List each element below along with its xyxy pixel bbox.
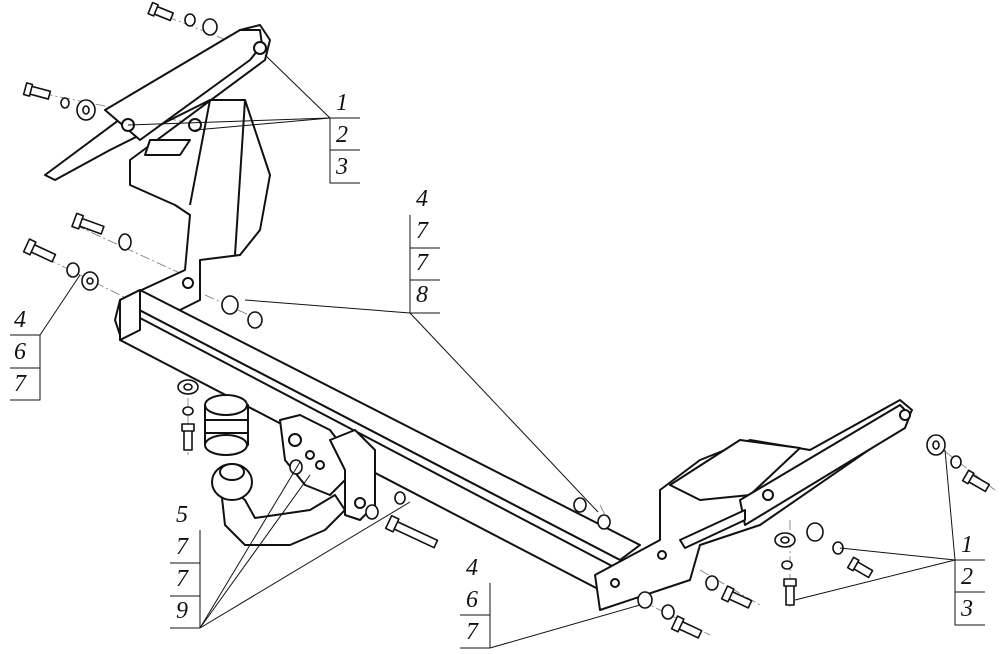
callout-item: 4 xyxy=(14,307,26,333)
callout-item: 7 xyxy=(176,534,188,560)
callout-item: 4 xyxy=(416,186,428,212)
left-mounting-bracket xyxy=(44,24,271,336)
bolt xyxy=(384,514,439,549)
bolt xyxy=(783,578,797,606)
bolt xyxy=(961,469,991,493)
bolt xyxy=(22,238,57,263)
callout-item: 2 xyxy=(961,564,973,590)
callout-item: 1 xyxy=(336,90,348,116)
callout-item: 2 xyxy=(336,122,348,148)
main-crossbar xyxy=(119,289,641,591)
bolt xyxy=(670,615,703,639)
callout-item: 9 xyxy=(176,598,188,624)
tow-ball-assembly xyxy=(211,414,376,546)
bolt xyxy=(22,82,52,100)
callout-center-bolts: 4 7 7 8 xyxy=(416,187,428,315)
bolt xyxy=(181,423,195,451)
leader-lines xyxy=(10,54,985,649)
callout-left-bolts: 4 6 7 xyxy=(14,308,26,404)
callout-upper-left-bracket: 1 2 3 xyxy=(336,91,348,187)
callout-item: 7 xyxy=(14,371,26,397)
tow-ball-cap xyxy=(204,394,249,456)
callout-item: 5 xyxy=(176,502,188,528)
callout-item: 8 xyxy=(416,282,428,308)
callout-frames xyxy=(10,118,985,648)
washers xyxy=(60,13,962,570)
callout-item: 6 xyxy=(14,339,26,365)
callout-item: 7 xyxy=(176,566,188,592)
callout-item: 1 xyxy=(961,532,973,558)
callout-right-bracket: 1 2 3 xyxy=(961,533,973,629)
callout-lower-bolts: 4 6 7 xyxy=(466,556,478,652)
callout-item: 3 xyxy=(961,596,973,622)
callout-item: 3 xyxy=(336,154,348,180)
callout-item: 7 xyxy=(416,250,428,276)
callout-item: 4 xyxy=(466,555,478,581)
callout-item: 6 xyxy=(466,587,478,613)
bolt xyxy=(846,556,874,579)
bolts xyxy=(22,1,991,639)
bolt xyxy=(147,1,174,22)
bolt xyxy=(720,585,753,609)
callout-item: 7 xyxy=(416,218,428,244)
callout-tow-ball: 5 7 7 9 xyxy=(176,503,188,631)
bolt xyxy=(71,212,105,235)
nuts xyxy=(118,18,844,620)
right-mounting-bracket xyxy=(594,399,913,611)
callout-item: 7 xyxy=(466,619,478,645)
